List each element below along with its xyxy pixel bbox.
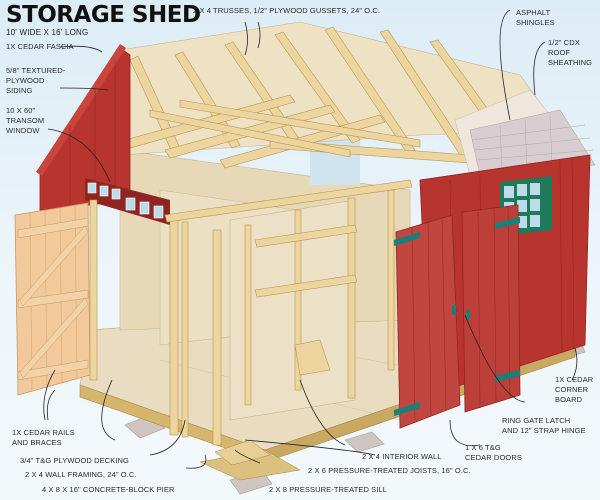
label-corner-line3: BOARD [555, 395, 583, 404]
label-sheathing-line3: SHEATHING [548, 58, 593, 67]
label-corner-board: 1X CEDAR CORNER BOARD [555, 375, 593, 405]
label-rails-line1: 1X CEDAR RAILS [12, 428, 75, 437]
label-shingles: ASPHALT SHINGLES [516, 8, 555, 28]
label-doors-line1: 1 X 6 T&G [465, 443, 501, 452]
label-sheathing: 1/2" CDX ROOF SHEATHING [548, 38, 592, 68]
label-pier: 4 X 8 X 16" CONCRETE-BLOCK PIER [42, 485, 175, 494]
leader-lines [43, 9, 578, 469]
label-transom-line2: TRANSOM [6, 116, 45, 125]
double-doors [394, 204, 521, 429]
label-joists: 2 X 6 PRESSURE-TREATED JOISTS, 16" O.C. [308, 466, 471, 475]
label-fascia: 1X CEDAR FASCIA [6, 42, 74, 51]
label-trusses: 2 X 4 TRUSSES, 1/2" PLYWOOD GUSSETS, 24"… [193, 6, 381, 15]
label-latch-line2: AND 12" STRAP HINGE [502, 426, 586, 435]
label-wall-framing: 2 X 4 WALL FRAMING, 24" O.C. [25, 470, 137, 479]
page-title: STORAGE SHED [6, 2, 201, 28]
transom-window [85, 178, 170, 225]
label-decking: 3/4" T&G PLYWOOD DECKING [20, 456, 129, 465]
label-siding-line3: SIDING [6, 86, 33, 95]
label-sheathing-line1: 1/2" CDX [548, 38, 580, 47]
label-siding: 5/8" TEXTURED- PLYWOOD SIDING [6, 66, 65, 96]
label-interior-wall: 2 X 4 INTERIOR WALL [362, 452, 442, 461]
label-transom-line1: 10 X 60" [6, 106, 36, 115]
label-doors: 1 X 6 T&G CEDAR DOORS [465, 443, 522, 463]
label-siding-line1: 5/8" TEXTURED- [6, 66, 66, 75]
label-siding-line2: PLYWOOD [6, 76, 45, 85]
label-rails: 1X CEDAR RAILS AND BRACES [12, 428, 75, 448]
wall-framing [89, 179, 413, 446]
label-transom: 10 X 60" TRANSOM WINDOW [6, 106, 44, 136]
label-sill: 2 X 8 PRESSURE-TREATED SILL [269, 485, 388, 494]
left-door [14, 202, 91, 396]
label-corner-line1: 1X CEDAR [555, 375, 594, 384]
label-latch: RING GATE LATCH AND 12" STRAP HINGE [502, 416, 586, 436]
label-rails-line2: AND BRACES [12, 438, 62, 447]
label-transom-line3: WINDOW [6, 126, 40, 135]
label-shingles-line1: ASPHALT [516, 8, 551, 17]
label-doors-line2: CEDAR DOORS [465, 453, 522, 462]
roof-trusses [119, 21, 561, 169]
label-corner-line2: CORNER [555, 385, 589, 394]
page-subtitle: 10' WIDE X 16' LONG [6, 28, 89, 37]
label-shingles-line2: SHINGLES [516, 18, 555, 27]
label-sheathing-line2: ROOF [548, 48, 571, 57]
label-latch-line1: RING GATE LATCH [502, 416, 571, 425]
